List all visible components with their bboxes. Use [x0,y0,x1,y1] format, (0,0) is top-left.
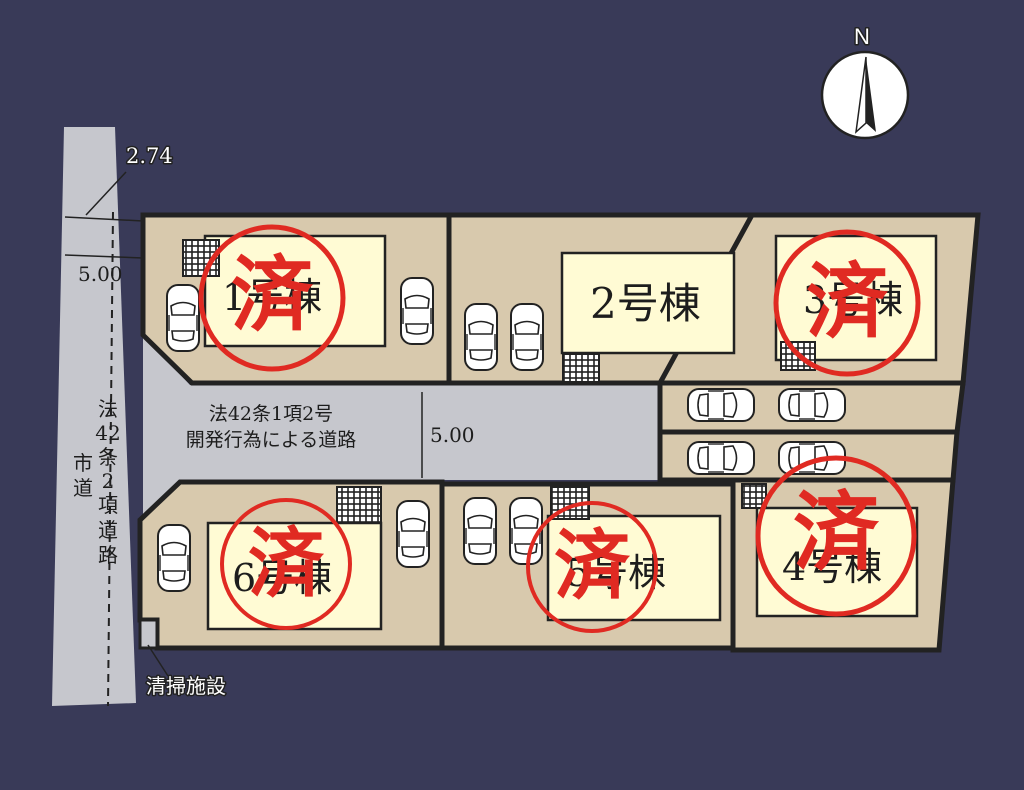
dimension-label-500-left: 5.00 [78,262,123,286]
house-2 [560,251,736,355]
house-6 [206,521,383,631]
internal-road-label-line1: 法42条1項2号 [209,403,333,425]
road-dimension-500-top [64,216,144,222]
parking-car-icon [463,497,497,565]
svg-text:済: 済 [554,521,631,610]
lattice-pad-2 [562,353,600,383]
city-road-label-char: 42 [95,421,120,445]
internal-road-label-line2: 開発行為による道路 [186,429,356,451]
cleaning-facility-box [138,618,159,650]
lattice-pad-6 [336,486,382,524]
dimension-label-274: 2.74 [126,144,173,168]
house-5 [546,514,722,622]
lot-label-1: 1号棟 [222,275,322,319]
lattice-pad-4 [741,483,767,509]
sold-stamp-6: 済 [220,498,352,630]
city-road-label-char: 道 [98,518,118,542]
svg-text:済: 済 [231,247,314,343]
city-road-label-char: 路 [98,543,118,567]
sold-stamp-4: 済 [755,455,917,617]
lot-label-6: 6号棟 [232,556,332,600]
cleaning-facility-leader [147,644,169,677]
dimension-label-500-center: 5.00 [430,423,475,447]
city-road-label-char: 道 [73,476,93,500]
parking-car-icon [510,303,544,371]
house-1 [203,234,387,348]
svg-text:済: 済 [806,254,889,350]
lot-label-2: 2号棟 [590,279,701,328]
parking-car-icon [400,277,434,345]
cleaning-facility-label: 清掃施設 [146,674,226,698]
city-road-centerline [107,211,114,707]
sold-stamp-1: 済 [198,224,346,372]
city-road [52,127,136,706]
city-road-label-char: 項 [98,493,118,517]
city-road-label-char: 2 [102,469,115,493]
city-road-label-char: 条 [98,445,118,469]
parking-car-icon [166,284,200,352]
compass-north-label: N [854,24,870,49]
road-dimension-500-bottom [64,254,144,259]
development-road [143,335,660,520]
parking-car-icon [687,441,755,475]
city-road-label-char: 市 [73,451,93,475]
parking-car-icon [396,500,430,568]
north-compass-icon [820,50,910,140]
city-road-label-char: 法 [98,397,118,421]
road-dimension-274 [85,171,127,216]
sold-stamp-3: 済 [773,229,921,377]
parking-car-icon [778,388,846,422]
svg-text:済: 済 [248,519,325,608]
lot-label-4: 4号棟 [782,545,882,589]
parking-car-icon [687,388,755,422]
parking-car-icon [157,524,191,592]
svg-text:済: 済 [793,482,880,583]
lot-label-5: 5号棟 [566,551,666,595]
parking-car-icon [464,303,498,371]
lot-label-3: 3号棟 [803,278,903,322]
sold-stamp-5: 済 [526,501,658,633]
